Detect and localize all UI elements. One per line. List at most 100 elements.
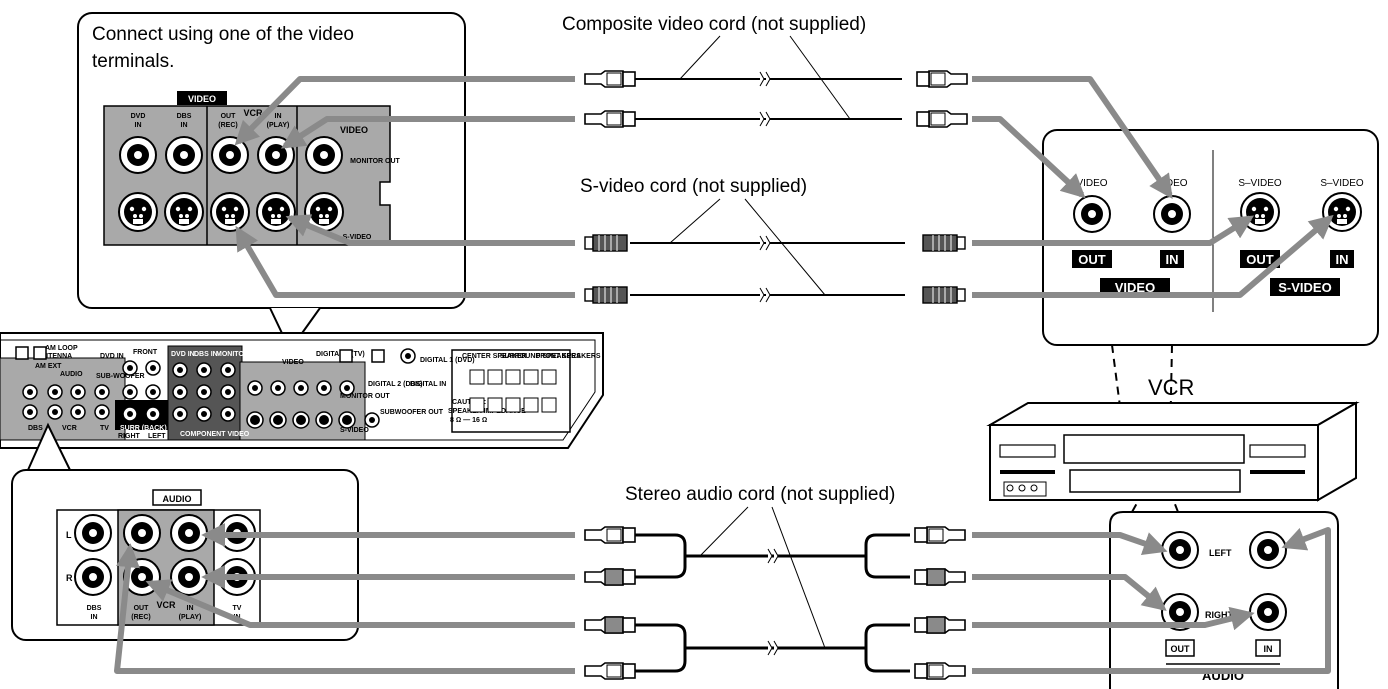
vcr-video-in-tag: IN bbox=[1166, 252, 1179, 267]
label-vcr: VCR bbox=[243, 108, 263, 118]
vcr-in-svideo-jack bbox=[256, 192, 296, 232]
label-dbs: DBS bbox=[177, 113, 192, 120]
rear-audio: AUDIO bbox=[60, 371, 83, 378]
vcr-audio-in-tag: IN bbox=[1264, 644, 1273, 654]
vcr-video-out-jack bbox=[1073, 195, 1111, 233]
rear-speaker-impedance: SPEAKER IMPEDANCE bbox=[448, 408, 526, 415]
label-dvd-in: IN bbox=[135, 122, 142, 129]
vcr-svideo-in-jack bbox=[1322, 192, 1362, 232]
vcr-audio-left: LEFT bbox=[1209, 548, 1232, 558]
label-dvd: DVD bbox=[131, 113, 146, 120]
connection-arrows bbox=[114, 76, 1334, 674]
rear-dvd-in-2: DVD IN bbox=[171, 351, 195, 358]
audio-label-vcr-in: IN bbox=[187, 605, 194, 612]
receiver-video-panel: Connect using one of the video terminals… bbox=[77, 12, 466, 309]
rear-dvd-in: DVD IN bbox=[100, 353, 124, 360]
label-vcr-out: OUT bbox=[221, 113, 237, 120]
vcr-out-svideo-jack bbox=[210, 192, 250, 232]
audio-header: AUDIO bbox=[163, 494, 192, 504]
vcr-video-footer: VIDEO bbox=[1115, 280, 1155, 295]
rear-antenna: ANTENNA bbox=[38, 353, 72, 360]
connect-note-line2: terminals. bbox=[92, 51, 174, 72]
rear-tv: TV bbox=[100, 425, 109, 432]
vcr-video-panel: VIDEO VIDEO S–VIDEO S–VIDEO OUT IN OUT I… bbox=[1042, 129, 1379, 346]
rear-s-video: S-VIDEO bbox=[340, 427, 369, 434]
vcr-unit: VCR bbox=[986, 375, 1360, 502]
rear-subwoofer-out: SUBWOOFER OUT bbox=[380, 409, 444, 416]
vcr-video-out-tag: OUT bbox=[1078, 252, 1106, 267]
video-header: VIDEO bbox=[188, 94, 216, 104]
rear-ohms: 8 Ω — 16 Ω bbox=[450, 417, 487, 424]
vcr-out-video-jack bbox=[211, 136, 249, 174]
label-vcr-in-play: (PLAY) bbox=[267, 122, 290, 129]
receiver-rear-panel: AM LOOP ANTENNA AM EXT AUDIO DVD IN FRON… bbox=[0, 332, 604, 449]
vcr-in-audio-l-jack bbox=[170, 514, 208, 552]
connect-note-line1: Connect using one of the video bbox=[92, 24, 354, 45]
dvd-video-jack bbox=[119, 136, 157, 174]
vcr-svideo-out-tag: OUT bbox=[1246, 252, 1274, 267]
vcr-video-in-jack bbox=[1153, 195, 1191, 233]
stereo-cord-caption: Stereo audio cord (not supplied) bbox=[625, 484, 895, 505]
rear-left: LEFT bbox=[148, 433, 166, 440]
vcr-in-audio-r-jack bbox=[170, 558, 208, 596]
rear-right: RIGHT bbox=[118, 433, 141, 440]
rear-dbs-in: DBS IN bbox=[194, 351, 218, 358]
audio-label-dbs: DBS bbox=[87, 605, 102, 612]
vcr-audio-in-r-jack bbox=[1249, 593, 1287, 631]
dbs-audio-l-jack bbox=[74, 514, 112, 552]
audio-l: L bbox=[66, 530, 72, 540]
rear-digital-in: DIGITAL IN bbox=[410, 381, 446, 388]
speaker-terminals bbox=[469, 369, 557, 413]
rear-am-loop: AM LOOP bbox=[45, 345, 78, 352]
rear-component-video: COMPONENT VIDEO bbox=[180, 431, 250, 438]
vcr-out-audio-l-jack bbox=[123, 514, 161, 552]
composite-video-cord: Composite video cord (not supplied) bbox=[562, 14, 968, 128]
rear-digital1: DIGITAL 1 (DVD) bbox=[420, 357, 475, 364]
rear-sub-woofer: SUB-WOOFER bbox=[96, 373, 145, 380]
vcr-video-out-label: VIDEO bbox=[1076, 178, 1107, 189]
vcr-svideo-out-jack bbox=[1240, 192, 1280, 232]
vcr-audio-right: RIGHT bbox=[1205, 610, 1234, 620]
label-dbs-in: IN bbox=[181, 122, 188, 129]
rear-surround-speakers: SURROUND SPEAKERS bbox=[500, 353, 581, 360]
audio-label-dbs-in: IN bbox=[91, 614, 98, 621]
dbs-svideo-jack bbox=[164, 192, 204, 232]
vcr-audio-out-l-jack bbox=[1161, 531, 1199, 569]
dbs-video-jack bbox=[165, 136, 203, 174]
dbs-audio-r-jack bbox=[74, 558, 112, 596]
s-video-cord: S-video cord (not supplied) bbox=[580, 176, 966, 304]
rear-dbs: DBS bbox=[28, 425, 43, 432]
label-vcr-in: IN bbox=[275, 113, 282, 120]
label-s-video: S-VIDEO bbox=[343, 234, 372, 241]
rear-monitor-out: MONITOR OUT bbox=[216, 351, 266, 358]
label-vcr-out-rec: (REC) bbox=[218, 122, 237, 129]
audio-label-vcr-in-play: (PLAY) bbox=[179, 614, 202, 621]
label-video: VIDEO bbox=[340, 125, 368, 135]
rear-caution: CAUTION: bbox=[452, 399, 486, 406]
audio-label-tv: TV bbox=[233, 605, 242, 612]
rear-am-ext: AM EXT bbox=[35, 363, 62, 370]
rear-monitor-out-2: MONITOR OUT bbox=[340, 393, 390, 400]
vcr-audio-in-l-jack bbox=[1249, 531, 1287, 569]
dvd-svideo-jack bbox=[118, 192, 158, 232]
monitor-out-video-jack bbox=[305, 136, 343, 174]
vcr-svideo-in-tag: IN bbox=[1336, 252, 1349, 267]
vcr-title: VCR bbox=[1148, 375, 1194, 400]
stereo-audio-cord: Stereo audio cord (not supplied) bbox=[584, 484, 966, 680]
vcr-svideo-out-label: S–VIDEO bbox=[1238, 178, 1282, 189]
label-monitor-out: MONITOR OUT bbox=[350, 158, 400, 165]
audio-label-vcr: VCR bbox=[156, 600, 176, 610]
rear-surr-back: SURR (BACK) bbox=[120, 425, 167, 432]
rear-front: FRONT bbox=[133, 349, 158, 356]
composite-cord-caption: Composite video cord (not supplied) bbox=[562, 14, 866, 35]
svideo-cord-caption: S-video cord (not supplied) bbox=[580, 176, 807, 197]
receiver-audio-panel: AUDIO L R DBS IN OUT (REC) VCR IN (PLAY)… bbox=[11, 469, 359, 641]
audio-r: R bbox=[66, 573, 73, 583]
rear-jacks bbox=[15, 346, 416, 429]
rear-center-speaker: CENTER SPEAKER bbox=[462, 353, 527, 360]
rear-video: VIDEO bbox=[282, 359, 304, 366]
audio-label-vcr-out-rec: (REC) bbox=[131, 614, 150, 621]
vcr-svideo-footer: S-VIDEO bbox=[1278, 280, 1331, 295]
vcr-svideo-in-label: S–VIDEO bbox=[1320, 178, 1364, 189]
